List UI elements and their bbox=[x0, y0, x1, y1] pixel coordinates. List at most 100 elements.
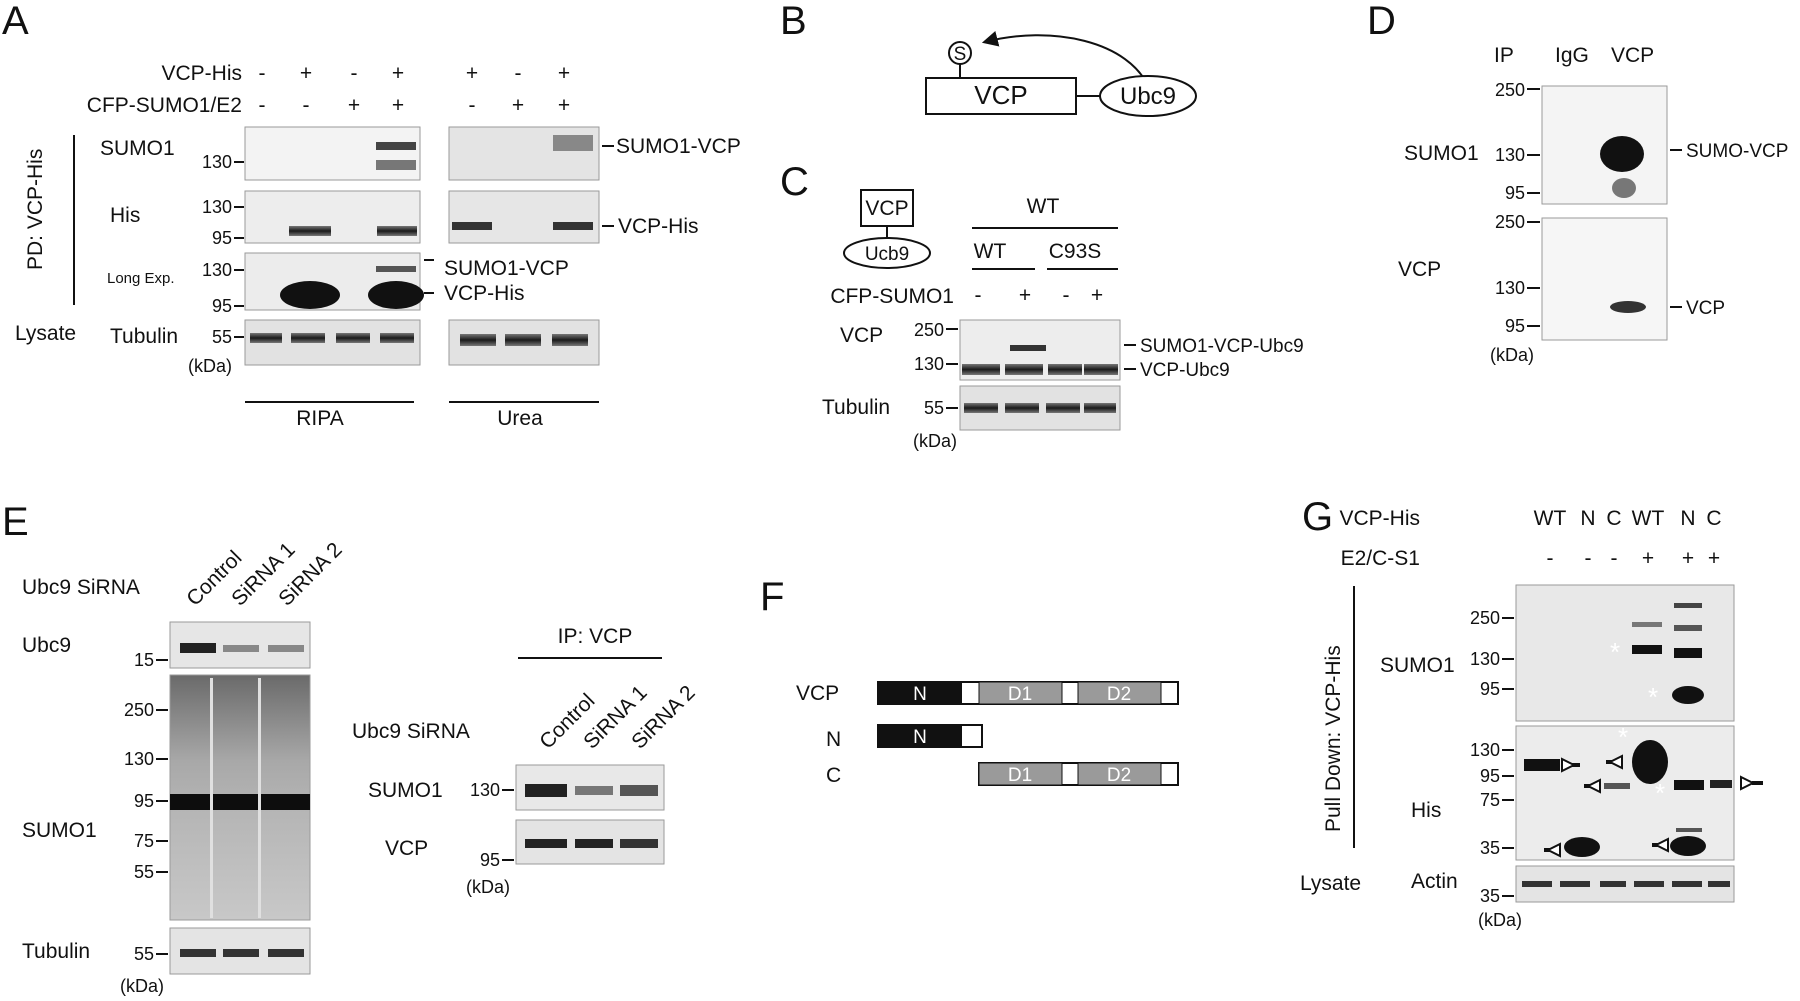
g-col: N bbox=[1680, 507, 1695, 530]
e-band bbox=[180, 949, 216, 957]
g-mw: 35 bbox=[1480, 838, 1500, 858]
g-col: WT bbox=[1534, 507, 1567, 530]
c-sign: + bbox=[1091, 284, 1103, 307]
g-mw: 130 bbox=[1470, 649, 1500, 669]
f-n-fragment: N bbox=[877, 724, 983, 748]
e-band bbox=[525, 784, 567, 797]
d-ip: IP bbox=[1494, 44, 1514, 67]
g-sign: - bbox=[1611, 547, 1618, 570]
g-sign: - bbox=[1585, 547, 1592, 570]
e-ip-mw: 130 bbox=[470, 780, 500, 800]
d-mw: 95 bbox=[1505, 316, 1525, 336]
a-band bbox=[505, 334, 541, 346]
panel-e-letter: E bbox=[2, 500, 29, 544]
d-vcp-col: VCP bbox=[1611, 44, 1654, 67]
a-band bbox=[376, 142, 416, 150]
c-right-top: SUMO1-VCP-Ubc9 bbox=[1140, 336, 1304, 357]
d-vcp-blot bbox=[1541, 217, 1668, 341]
d-band bbox=[1610, 301, 1646, 313]
a-mw: 130 bbox=[202, 152, 232, 172]
c-band bbox=[1005, 364, 1043, 375]
e-kda2: (kDa) bbox=[466, 877, 510, 897]
a-sign: + bbox=[300, 62, 312, 85]
panel-c: C VCP Ucb9 WT WT C93S CFP-SUMO1 - + - + … bbox=[780, 160, 1304, 451]
c-band bbox=[1084, 364, 1118, 375]
c-sign: - bbox=[1063, 284, 1070, 307]
g-lysate: Lysate bbox=[1300, 872, 1361, 895]
panel-c-letter: C bbox=[780, 160, 809, 204]
d-row-vcp: VCP bbox=[1398, 258, 1441, 281]
c-ucb9-ellipse bbox=[843, 237, 931, 269]
g-row-actin: Actin bbox=[1411, 870, 1458, 893]
panel-a-letter: A bbox=[2, 0, 29, 43]
a-cfp-sumo-label: CFP-SUMO1/E2 bbox=[87, 94, 242, 117]
g-band bbox=[1674, 603, 1702, 608]
a-long-vcp-his: VCP-His bbox=[444, 282, 525, 305]
a-mw: 130 bbox=[202, 197, 232, 217]
f-domain-n bbox=[878, 682, 962, 704]
g-band bbox=[1708, 881, 1730, 887]
c-band bbox=[1048, 364, 1082, 375]
f-row-c: C bbox=[826, 764, 841, 787]
g-sign: + bbox=[1642, 547, 1654, 570]
a-sign: + bbox=[558, 94, 570, 117]
a-urea-sumo1-blot bbox=[448, 126, 600, 181]
a-ripa-sumo1-blot bbox=[244, 126, 421, 181]
a-sign: + bbox=[392, 62, 404, 85]
g-band bbox=[1632, 622, 1662, 627]
g-mw: 250 bbox=[1470, 608, 1500, 628]
a-row-tubulin: Tubulin bbox=[110, 325, 178, 348]
a-band bbox=[380, 333, 414, 343]
a-mw: 130 bbox=[202, 260, 232, 280]
g-star: * bbox=[1655, 778, 1665, 808]
a-cfp-sumo-signs: - - + + - + + bbox=[259, 94, 571, 117]
a-band bbox=[250, 333, 282, 343]
d-band bbox=[1600, 136, 1644, 172]
a-lysate: Lysate bbox=[15, 322, 76, 345]
g-mw: 35 bbox=[1480, 886, 1500, 906]
a-band bbox=[452, 222, 492, 230]
g-mw: 75 bbox=[1480, 790, 1500, 810]
e-band bbox=[180, 643, 216, 653]
e-band bbox=[223, 645, 259, 652]
svg-text:D1: D1 bbox=[1008, 684, 1032, 705]
a-buffer-ripa: RIPA bbox=[296, 407, 343, 430]
g-band bbox=[1674, 648, 1702, 658]
b-vcp: VCP bbox=[974, 80, 1027, 110]
g-band bbox=[1710, 780, 1732, 788]
panel-g: G VCP-His WT N C WT N C E2/C-S1 - - - + … bbox=[1300, 495, 1763, 930]
svg-text:D2: D2 bbox=[1107, 684, 1131, 705]
e-ubc9-sirna-2: Ubc9 SiRNA bbox=[352, 720, 470, 743]
c-cfp-sumo1: CFP-SUMO1 bbox=[830, 285, 954, 308]
b-s-mark: S bbox=[954, 44, 967, 65]
g-col: C bbox=[1606, 507, 1621, 530]
svg-text:D2: D2 bbox=[1107, 765, 1131, 786]
a-vcp-his-signs: - + - + + - + bbox=[259, 62, 571, 85]
c-sign: + bbox=[1019, 284, 1031, 307]
panel-g-letter: G bbox=[1302, 495, 1333, 539]
e-ip-vcp-row: VCP bbox=[385, 837, 428, 860]
g-band bbox=[1674, 780, 1704, 790]
f-row-vcp: VCP bbox=[796, 682, 839, 705]
a-band bbox=[552, 334, 588, 346]
svg-text:N: N bbox=[913, 684, 927, 705]
c-band bbox=[962, 364, 1000, 375]
g-col: C bbox=[1706, 507, 1721, 530]
g-band bbox=[1564, 837, 1600, 857]
e-band bbox=[575, 839, 613, 848]
g-band bbox=[1670, 836, 1706, 856]
svg-text:D1: D1 bbox=[1008, 765, 1032, 786]
g-arrow-icon bbox=[1740, 775, 1763, 791]
a-row-his: His bbox=[110, 204, 140, 227]
g-arrow-icon bbox=[1544, 842, 1561, 858]
g-band bbox=[1604, 783, 1630, 789]
svg-text:N: N bbox=[913, 727, 927, 748]
g-pull-down: Pull Down: VCP-His bbox=[1322, 645, 1345, 832]
f-domain-d1 bbox=[978, 681, 1063, 705]
g-col: N bbox=[1580, 507, 1595, 530]
a-buffer-urea: Urea bbox=[497, 407, 543, 430]
g-star: * bbox=[1618, 722, 1628, 752]
d-kda: (kDa) bbox=[1490, 345, 1534, 365]
panel-e: E Ubc9 SiRNA Control SiRNA 1 SiRNA 2 Ubc… bbox=[2, 500, 700, 996]
panel-a: A VCP-His CFP-SUMO1/E2 - + - + + - + - -… bbox=[2, 0, 741, 430]
